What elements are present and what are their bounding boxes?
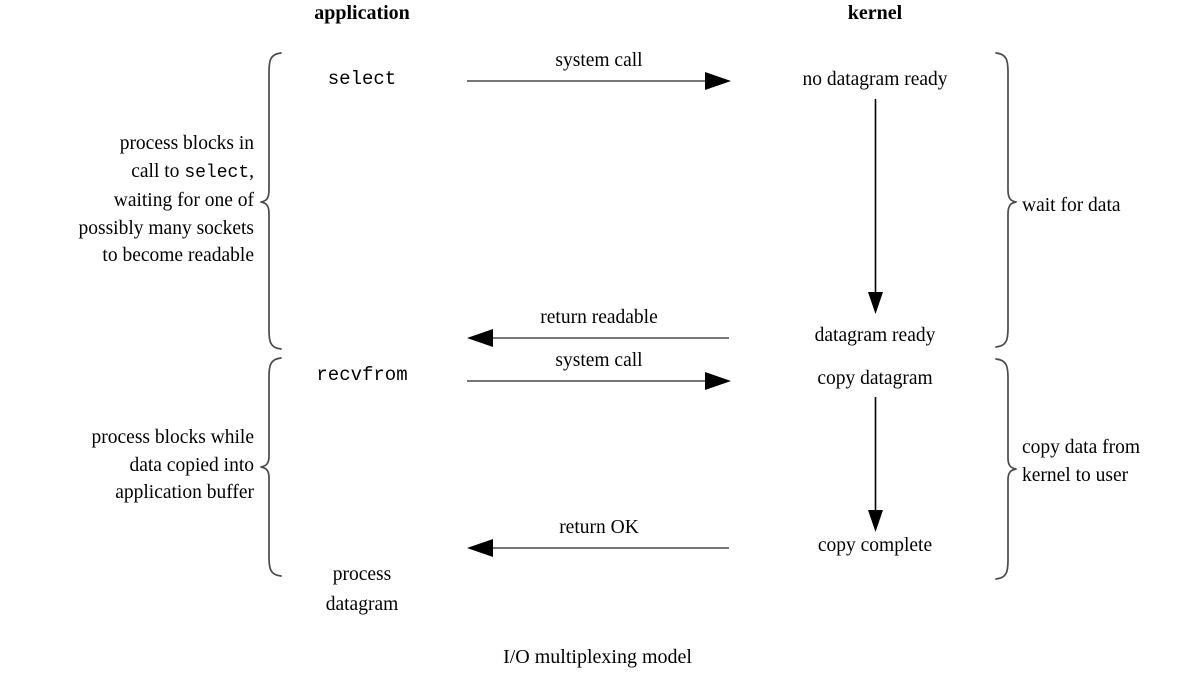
note-process-blocks-copy: process blocks while data copied into ap… — [20, 424, 254, 507]
note-line-1: copy data from — [1022, 437, 1141, 458]
kernel-copy-vertical-arrow — [860, 394, 892, 536]
note-line-3: application buffer — [115, 482, 254, 503]
application-brace-copy — [258, 355, 284, 579]
kernel-state-copy-datagram: copy datagram — [817, 368, 933, 389]
note-line-2-pre: call to — [131, 160, 185, 182]
note-line-2: call to select, — [30, 158, 254, 188]
arrow-system-call-1 — [465, 70, 735, 92]
note-line-5: to become readable — [102, 245, 254, 266]
note-line-2-post: , — [249, 160, 254, 182]
note-line-2: data copied into — [129, 454, 254, 476]
note-line-2-mono: select — [184, 162, 250, 183]
arrow-label-system-call-1: system call — [555, 50, 643, 71]
kernel-brace-copy — [993, 356, 1019, 582]
kernel-wait-vertical-arrow — [860, 96, 892, 318]
note-line-1: process blocks in — [119, 133, 254, 154]
app-process-datagram-line2: datagram — [325, 594, 399, 615]
note-line-3: waiting for one of — [113, 190, 254, 211]
kernel-state-datagram-ready: datagram ready — [814, 325, 936, 346]
kernel-state-no-datagram-ready: no datagram ready — [802, 69, 948, 90]
note-process-blocks-select: process blocks in call to select, waitin… — [30, 130, 255, 270]
kernel-state-copy-complete: copy complete — [817, 535, 933, 556]
arrow-return-readable — [465, 327, 731, 349]
note-line-2: kernel to user — [1022, 464, 1129, 486]
diagram-caption: I/O multiplexing model — [503, 646, 692, 668]
note-wait-for-data: wait for data — [1022, 192, 1192, 220]
arrow-label-system-call-2: system call — [555, 350, 643, 371]
column-header-application: application — [314, 2, 410, 24]
app-process-datagram-line1: process — [332, 564, 392, 585]
arrow-label-return-readable: return readable — [540, 307, 658, 328]
application-brace-select — [258, 50, 284, 352]
note-line-1: wait for data — [1022, 195, 1121, 216]
note-copy-data-kernel-to-user: copy data from kernel to user — [1022, 434, 1192, 489]
app-call-select: select — [327, 68, 397, 90]
column-header-kernel: kernel — [847, 2, 903, 24]
app-call-recvfrom: recvfrom — [316, 364, 408, 386]
arrow-system-call-2 — [465, 370, 735, 392]
kernel-brace-wait — [993, 50, 1019, 350]
note-line-1: process blocks while — [91, 427, 254, 448]
note-line-4: possibly many sockets — [78, 217, 255, 239]
arrow-label-return-ok: return OK — [559, 517, 639, 538]
arrow-return-ok — [465, 537, 731, 559]
